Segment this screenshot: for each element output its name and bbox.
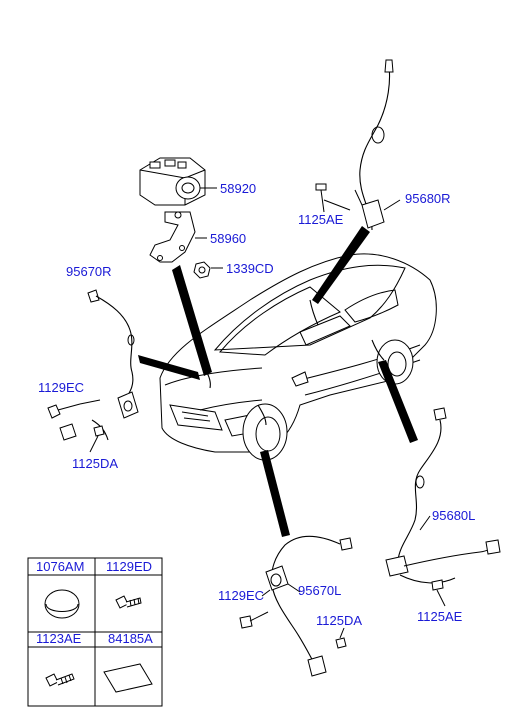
sensor-95680l xyxy=(385,407,501,607)
bolt-icon xyxy=(115,595,142,609)
hcu-modulator xyxy=(139,157,217,206)
label-1125ae-bottom: 1125AE xyxy=(417,609,463,624)
legend-code-1076am: 1076AM xyxy=(36,559,84,574)
label-95670l: 95670L xyxy=(298,583,341,598)
legend-code-1123ae: 1123AE xyxy=(36,631,82,646)
pad-icon xyxy=(103,663,153,693)
label-58960: 58960 xyxy=(210,231,246,246)
wedge-rear-right xyxy=(312,226,370,304)
label-95670r: 95670R xyxy=(66,264,112,279)
legend-code-1129ed: 1129ED xyxy=(106,559,152,574)
callout-labels: 58920 58960 1339CD 1125AE 95680R 95670R … xyxy=(38,181,475,628)
label-1125da-bottom: 1125DA xyxy=(316,613,362,628)
label-1125ae-top: 1125AE xyxy=(298,212,344,227)
sensor-95670l xyxy=(239,535,353,677)
label-1129ec-left: 1129EC xyxy=(38,380,84,395)
label-1129ec-bottom: 1129EC xyxy=(218,588,264,603)
cap-plug-icon xyxy=(44,589,80,619)
wedge-left-sensor xyxy=(138,355,200,380)
bolt-icon xyxy=(45,673,75,687)
label-95680l: 95680L xyxy=(432,508,475,523)
wedge-front-right xyxy=(260,450,290,537)
car-illustration xyxy=(159,253,437,461)
legend-code-84185a: 84185A xyxy=(108,631,153,646)
pointer-wedges xyxy=(138,226,418,537)
label-95680r: 95680R xyxy=(405,191,451,206)
hcu-bracket xyxy=(149,211,207,263)
nut-1339cd xyxy=(193,261,223,279)
label-1339cd: 1339CD xyxy=(226,261,274,276)
sensor-95670r xyxy=(47,289,139,453)
label-1125da-left: 1125DA xyxy=(72,456,118,471)
legend-table: 1076AM 1129ED 1123AE 84185A xyxy=(27,557,163,707)
wedge-hcu-to-bay xyxy=(172,265,212,376)
sensor-95680r xyxy=(315,59,401,231)
label-58920: 58920 xyxy=(220,181,256,196)
wedge-rear-left xyxy=(378,360,418,443)
